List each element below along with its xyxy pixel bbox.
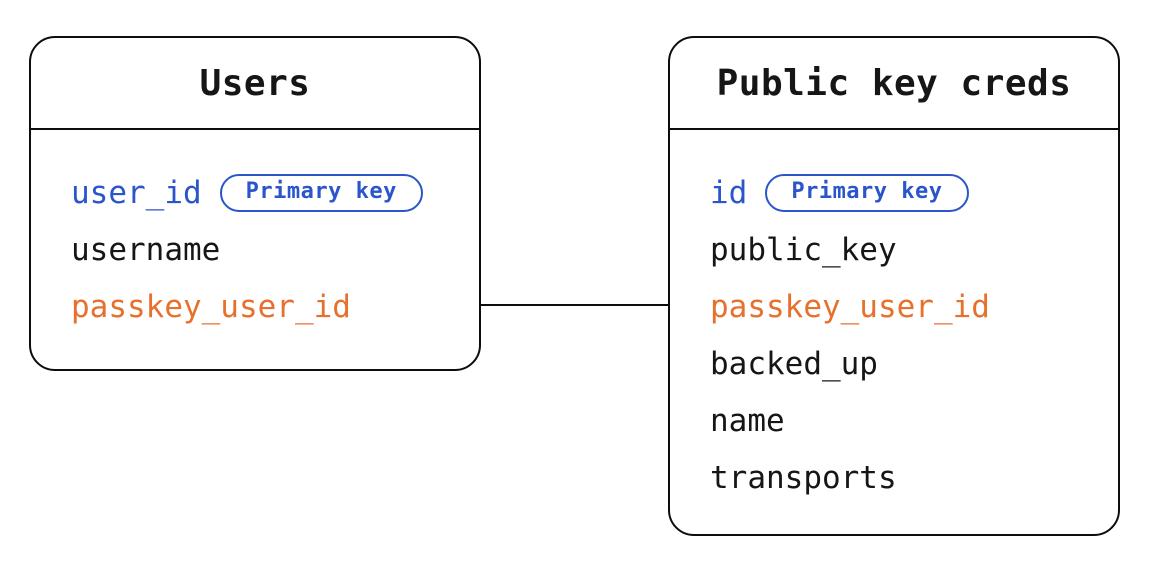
table-fields-users: user_id Primary key username passkey_use… [31,130,479,335]
field-name-public-key: public_key [710,231,897,268]
field-row-id: id Primary key [710,164,1102,221]
field-row-user-id: user_id Primary key [71,164,463,221]
field-row-public-key: public_key [710,221,1102,278]
field-row-name: name [710,392,1102,449]
table-fields-public-key-creds: id Primary key public_key passkey_user_i… [670,130,1118,506]
field-name-id: id [710,174,748,211]
table-node-users: Users user_id Primary key username passk… [29,36,481,371]
field-name-backed-up: backed_up [710,345,878,382]
field-row-passkey-user-id: passkey_user_id [71,278,463,335]
primary-key-badge: Primary key [219,173,423,212]
table-title-users: Users [31,38,479,130]
field-row-passkey-user-id: passkey_user_id [710,278,1102,335]
field-name-passkey-user-id: passkey_user_id [71,288,351,325]
table-title-public-key-creds: Public key creds [670,38,1118,130]
field-name-name: name [710,402,785,439]
primary-key-badge: Primary key [765,173,969,212]
table-node-public-key-creds: Public key creds id Primary key public_k… [668,36,1120,536]
field-name-transports: transports [710,459,897,496]
field-row-username: username [71,221,463,278]
field-name-user-id: user_id [71,174,202,211]
field-name-passkey-user-id: passkey_user_id [710,288,990,325]
field-row-transports: transports [710,449,1102,506]
field-row-backed-up: backed_up [710,335,1102,392]
field-name-username: username [71,231,221,268]
relationship-line [481,304,668,306]
